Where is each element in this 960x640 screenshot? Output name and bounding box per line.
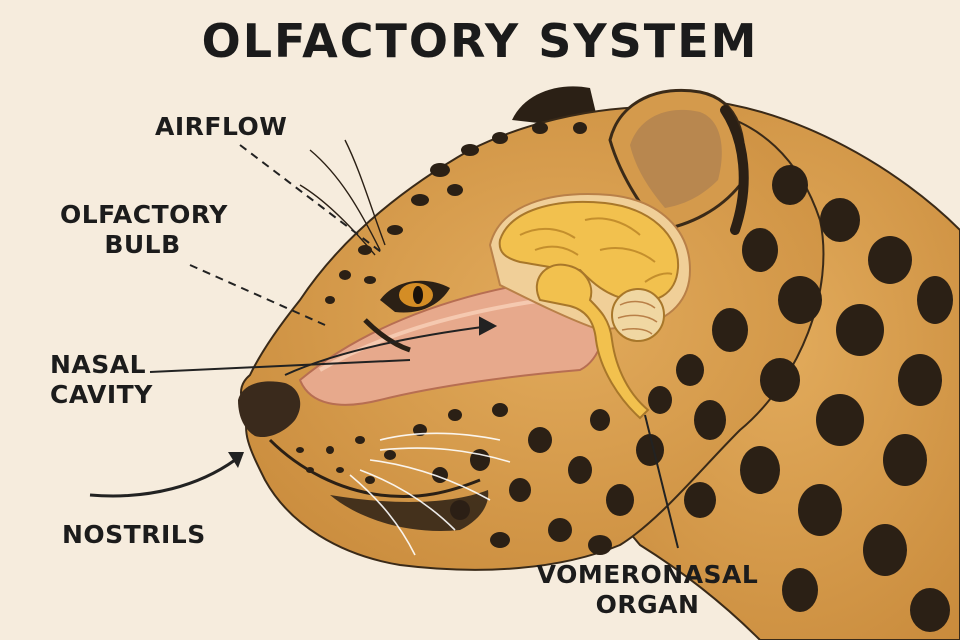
cerebellum <box>611 288 665 342</box>
label-nasal-cavity-line2: CAVITY <box>50 380 153 409</box>
olfactory-bulb <box>535 263 650 420</box>
label-vomeronasal-line1: VOMERONASAL <box>536 560 759 589</box>
olfactory-bulb-leader <box>189 264 326 326</box>
airflow-leader <box>239 144 386 256</box>
label-olfactory-bulb-line1: OLFACTORY <box>60 200 228 229</box>
label-vomeronasal-organ: VOMERONASAL ORGAN <box>515 560 780 620</box>
leopard-eye <box>363 280 450 353</box>
leopard-ear-inner <box>630 109 722 208</box>
leopard-nose <box>238 381 301 438</box>
label-olfactory-bulb-line2: BULB <box>104 230 181 259</box>
leopard-chin <box>330 490 489 531</box>
leopard-ear-edge <box>720 105 749 235</box>
nostrils-arrow <box>89 452 244 498</box>
airflow-arrow-head <box>479 316 498 336</box>
brow-whiskers <box>299 139 386 256</box>
leopard-mouth <box>268 438 481 498</box>
whiskers <box>349 432 511 556</box>
label-olfactory-bulb: OLFACTORY BULB <box>60 200 228 260</box>
leader-lines <box>149 144 679 549</box>
label-nostrils: NOSTRILS <box>62 520 206 549</box>
vomeronasal-leader <box>644 414 679 549</box>
label-vomeronasal-line2: ORGAN <box>595 590 700 619</box>
page-title: OLFACTORY SYSTEM <box>201 14 759 68</box>
nasal-cavity-leader <box>149 359 411 373</box>
airflow-arrow-line <box>284 325 491 376</box>
label-airflow: AIRFLOW <box>155 112 288 141</box>
label-nasal-cavity: NASAL CAVITY <box>50 350 153 410</box>
brain-folds <box>519 217 673 283</box>
label-nasal-cavity-line1: NASAL <box>50 350 147 379</box>
